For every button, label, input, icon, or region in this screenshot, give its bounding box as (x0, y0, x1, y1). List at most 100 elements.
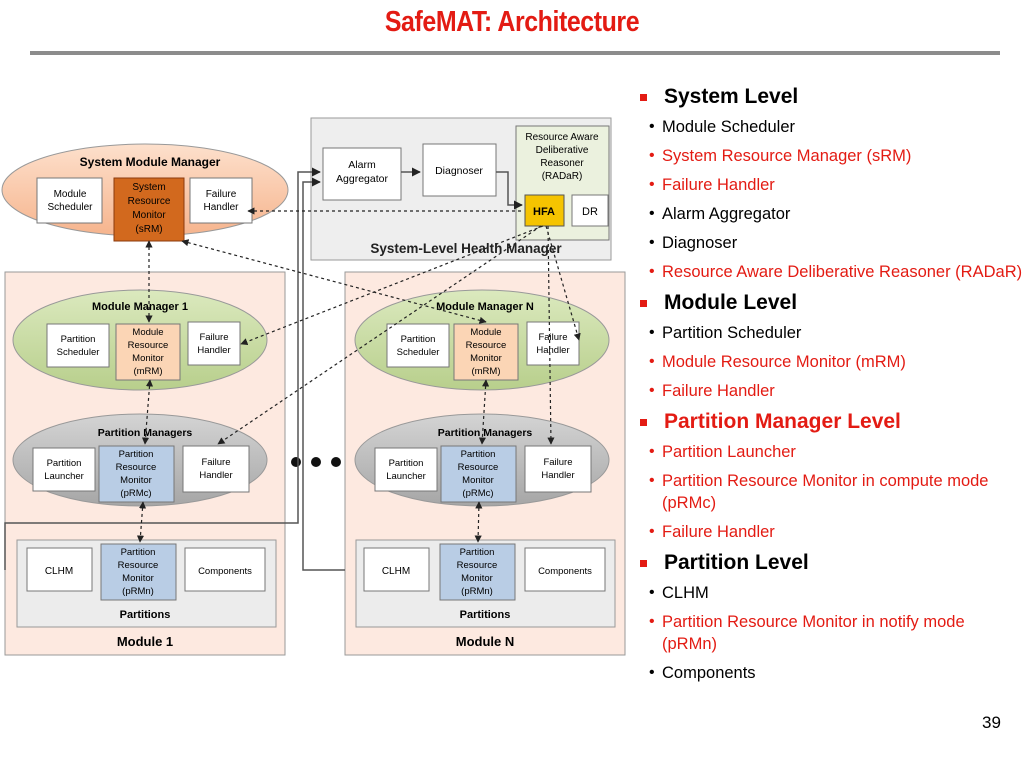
mn-partition-scheduler-line2: Scheduler (397, 347, 440, 358)
radar-line3: Reasoner (540, 158, 584, 169)
m1-partition-managers-title: Partition Managers (98, 427, 193, 439)
mn-prmn-line3: Monitor (461, 573, 493, 584)
list-item: •Partition Scheduler (649, 324, 802, 342)
bullet-dot-icon: • (649, 523, 655, 540)
mn-partitions-title: Partitions (460, 609, 511, 621)
mn-failure-handler-line2: Handler (536, 345, 569, 356)
list-item: •System Resource Manager (sRM) (649, 147, 912, 165)
radar-line2: Deliberative (536, 145, 589, 156)
m1-prmc-line1: Partition (119, 449, 154, 460)
mn-partition-launcher-line1: Partition (389, 458, 424, 469)
m1-mrm-line1: Module (132, 327, 163, 338)
module-1: Module 1 Module Manager 1 Partition Sche… (4, 271, 286, 656)
system-module-manager: System Module Manager Module Scheduler S… (1, 143, 289, 242)
alarm-lines (4, 167, 523, 571)
mn-prmc-line2: Resource (458, 462, 499, 473)
mn-components-label: Components (538, 566, 592, 577)
list-item: •Failure Handler (649, 523, 775, 541)
dashed-paths (136, 207, 581, 543)
list-item: •Alarm Aggregator (649, 205, 791, 223)
mn-prmc-line4: (pRMc) (462, 488, 493, 499)
mn-partition-scheduler-line1: Partition (401, 334, 436, 345)
m1-prmn-line1: Partition (121, 547, 156, 558)
radar-line1: Resource Aware (525, 132, 599, 143)
mn-mrm-line2: Resource (466, 340, 507, 351)
list-item: •CLHM (649, 584, 709, 602)
bullet-dot-icon: • (649, 263, 655, 280)
bullet-square-icon (640, 560, 647, 567)
page-number: 39 (982, 713, 1001, 732)
bullet-dot-icon: • (649, 205, 655, 222)
srm-line2: Resource (128, 196, 171, 207)
mn-mrm-line4: (mRM) (471, 366, 500, 377)
m1-prmn-line4: (pRMn) (122, 586, 154, 597)
health-manager-title: System-Level Health Manager (370, 241, 562, 256)
list-item: •Failure Handler (649, 176, 775, 194)
smm-failure-handler-line1: Failure (206, 189, 237, 200)
list-item: •Partition Resource Monitor in compute m… (649, 472, 989, 512)
m1-prmc-line4: (pRMc) (120, 488, 151, 499)
mn-mrm-line3: Monitor (470, 353, 502, 364)
module-manager-1-title: Module Manager 1 (92, 301, 188, 313)
m1-pm-failure-handler-line2: Handler (199, 470, 232, 481)
bullet-dot-icon: • (649, 584, 655, 601)
module-scheduler-line1: Module (54, 189, 87, 200)
level-module: Module Level (638, 290, 1023, 316)
bullet-dot-icon: • (649, 382, 655, 399)
bullet-dot-icon: • (649, 472, 655, 489)
list-item: •Partition Resource Monitor in notify mo… (649, 613, 965, 653)
m1-components-label: Components (198, 566, 252, 577)
mn-failure-handler-line1: Failure (538, 332, 567, 343)
bullet-dot-icon: • (649, 664, 655, 681)
list-item: •Diagnoser (649, 234, 738, 252)
alarm-aggregator-line1: Alarm (348, 159, 376, 171)
bullet-list: System Level •Module Scheduler •System R… (638, 84, 1023, 691)
bullet-dot-icon: • (649, 353, 655, 370)
mn-partition-launcher-line2: Launcher (386, 471, 426, 482)
m1-partition-scheduler-line1: Partition (61, 334, 96, 345)
bullet-dot-icon: • (649, 147, 655, 164)
m1-failure-handler-line2: Handler (197, 345, 230, 356)
m1-failure-handler-line1: Failure (199, 332, 228, 343)
hfa-label: HFA (533, 206, 555, 218)
m1-pm-failure-handler-line1: Failure (201, 457, 230, 468)
system-health-manager-panel: System-Level Health Manager Alarm Aggreg… (310, 117, 612, 261)
list-item: •Partition Launcher (649, 443, 796, 461)
mn-pm-failure-handler-line1: Failure (543, 457, 572, 468)
m1-mrm-line4: (mRM) (133, 366, 162, 377)
module-manager-n-title: Module Manager N (436, 301, 534, 313)
list-item: •Components (649, 664, 756, 682)
mn-prmn-line4: (pRMn) (461, 586, 493, 597)
mn-clhm-label: CLHM (382, 566, 410, 577)
list-item: •Resource Aware Deliberative Reasoner (R… (649, 263, 1023, 281)
level-system: System Level (638, 84, 1023, 110)
m1-clhm-label: CLHM (45, 566, 73, 577)
mn-prmc-line1: Partition (461, 449, 496, 460)
srm-line4: (sRM) (135, 224, 162, 235)
bullet-dot-icon: • (649, 324, 655, 341)
module-n: Module N Module Manager N Partition Sche… (344, 271, 626, 656)
system-module-manager-title: System Module Manager (80, 155, 221, 169)
list-item: •Module Scheduler (649, 118, 795, 136)
m1-partition-launcher-line2: Launcher (44, 471, 84, 482)
list-item: •Failure Handler (649, 382, 775, 400)
m1-mrm-line3: Monitor (132, 353, 164, 364)
mn-prmn-line2: Resource (457, 560, 498, 571)
mn-partition-managers-title: Partition Managers (438, 427, 533, 439)
bullet-square-icon (640, 94, 647, 101)
radar-line4: (RADaR) (542, 171, 583, 182)
m1-partition-scheduler-line2: Scheduler (57, 347, 100, 358)
srm-line3: Monitor (132, 210, 166, 221)
smm-failure-handler-line2: Handler (203, 202, 239, 213)
bullet-dot-icon: • (649, 118, 655, 135)
module-1-footer: Module 1 (117, 634, 173, 649)
bullet-dot-icon: • (649, 443, 655, 460)
m1-prmn-line2: Resource (118, 560, 159, 571)
module-scheduler-line2: Scheduler (47, 202, 93, 213)
level-partition-manager: Partition Manager Level (638, 409, 1023, 435)
dr-label: DR (582, 206, 598, 218)
m1-mrm-line2: Resource (128, 340, 169, 351)
srm-line1: System (132, 182, 165, 193)
bullet-dot-icon: • (649, 613, 655, 630)
level-partition: Partition Level (638, 550, 1023, 576)
